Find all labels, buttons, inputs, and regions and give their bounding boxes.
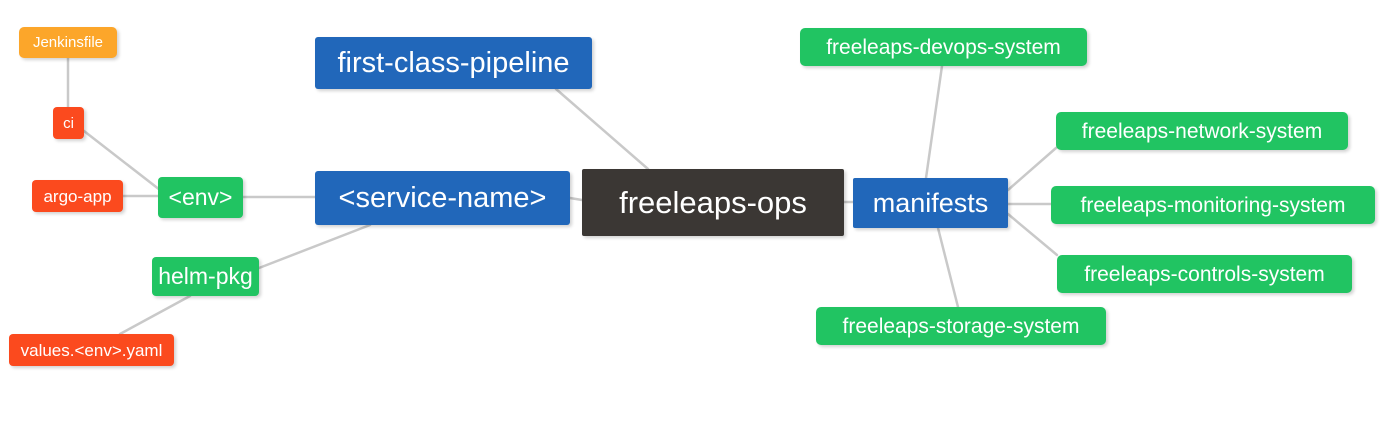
mindmap-node-helm-pkg[interactable]: helm-pkg [152, 257, 259, 296]
mindmap-node-label: freeleaps-ops [619, 185, 807, 220]
mindmap-node-first-class-pipeline[interactable]: first-class-pipeline [315, 37, 592, 89]
edge-values-yaml-to-helm-pkg [118, 294, 192, 336]
mindmap-node-label: manifests [872, 187, 989, 218]
edge-first-class-pipeline-to-root [554, 87, 650, 171]
mindmap-node-label: first-class-pipeline [337, 46, 570, 79]
mindmap-node-label: argo-app [43, 186, 112, 206]
mindmap-node-env[interactable]: <env> [158, 177, 243, 218]
edge-helm-pkg-to-service-name [257, 223, 372, 270]
mindmap-node-ci[interactable]: ci [53, 107, 84, 139]
edge-manifests-to-storage-system [936, 226, 960, 309]
mindmap-node-devops-system[interactable]: freeleaps-devops-system [800, 28, 1087, 66]
mindmap-node-label: helm-pkg [158, 263, 253, 289]
edge-manifests-to-controls-system [1006, 212, 1059, 257]
mindmap-node-label: freeleaps-monitoring-system [1080, 193, 1346, 217]
mindmap-node-controls-system[interactable]: freeleaps-controls-system [1057, 255, 1352, 293]
mindmap-node-root[interactable]: freeleaps-ops [582, 169, 844, 236]
mindmap-node-label: freeleaps-devops-system [826, 35, 1061, 59]
edge-manifests-to-network-system [1006, 146, 1058, 192]
mindmap-node-monitoring-system[interactable]: freeleaps-monitoring-system [1051, 186, 1375, 224]
mindmap-node-label: values.<env>.yaml [20, 340, 163, 360]
mindmap-node-label: freeleaps-storage-system [842, 314, 1080, 338]
edge-manifests-to-devops-system [924, 64, 944, 180]
edge-service-name-to-root [568, 196, 584, 202]
mindmap-node-network-system[interactable]: freeleaps-network-system [1056, 112, 1348, 150]
mindmap-node-label: freeleaps-controls-system [1084, 262, 1325, 286]
mindmap-node-manifests[interactable]: manifests [853, 178, 1008, 228]
mindmap-node-storage-system[interactable]: freeleaps-storage-system [816, 307, 1106, 345]
mindmap-node-label: <service-name> [338, 181, 547, 214]
mindmap-node-jenkinsfile[interactable]: Jenkinsfile [19, 27, 117, 58]
mindmap-node-label: freeleaps-network-system [1081, 119, 1323, 143]
mindmap-node-label: ci [63, 114, 74, 132]
mindmap-node-label: <env> [168, 184, 233, 210]
mindmap-node-label: Jenkinsfile [32, 34, 104, 51]
mindmap-node-values-yaml[interactable]: values.<env>.yaml [9, 334, 174, 366]
mindmap-node-argo-app[interactable]: argo-app [32, 180, 123, 212]
mindmap-node-service-name[interactable]: <service-name> [315, 171, 570, 225]
